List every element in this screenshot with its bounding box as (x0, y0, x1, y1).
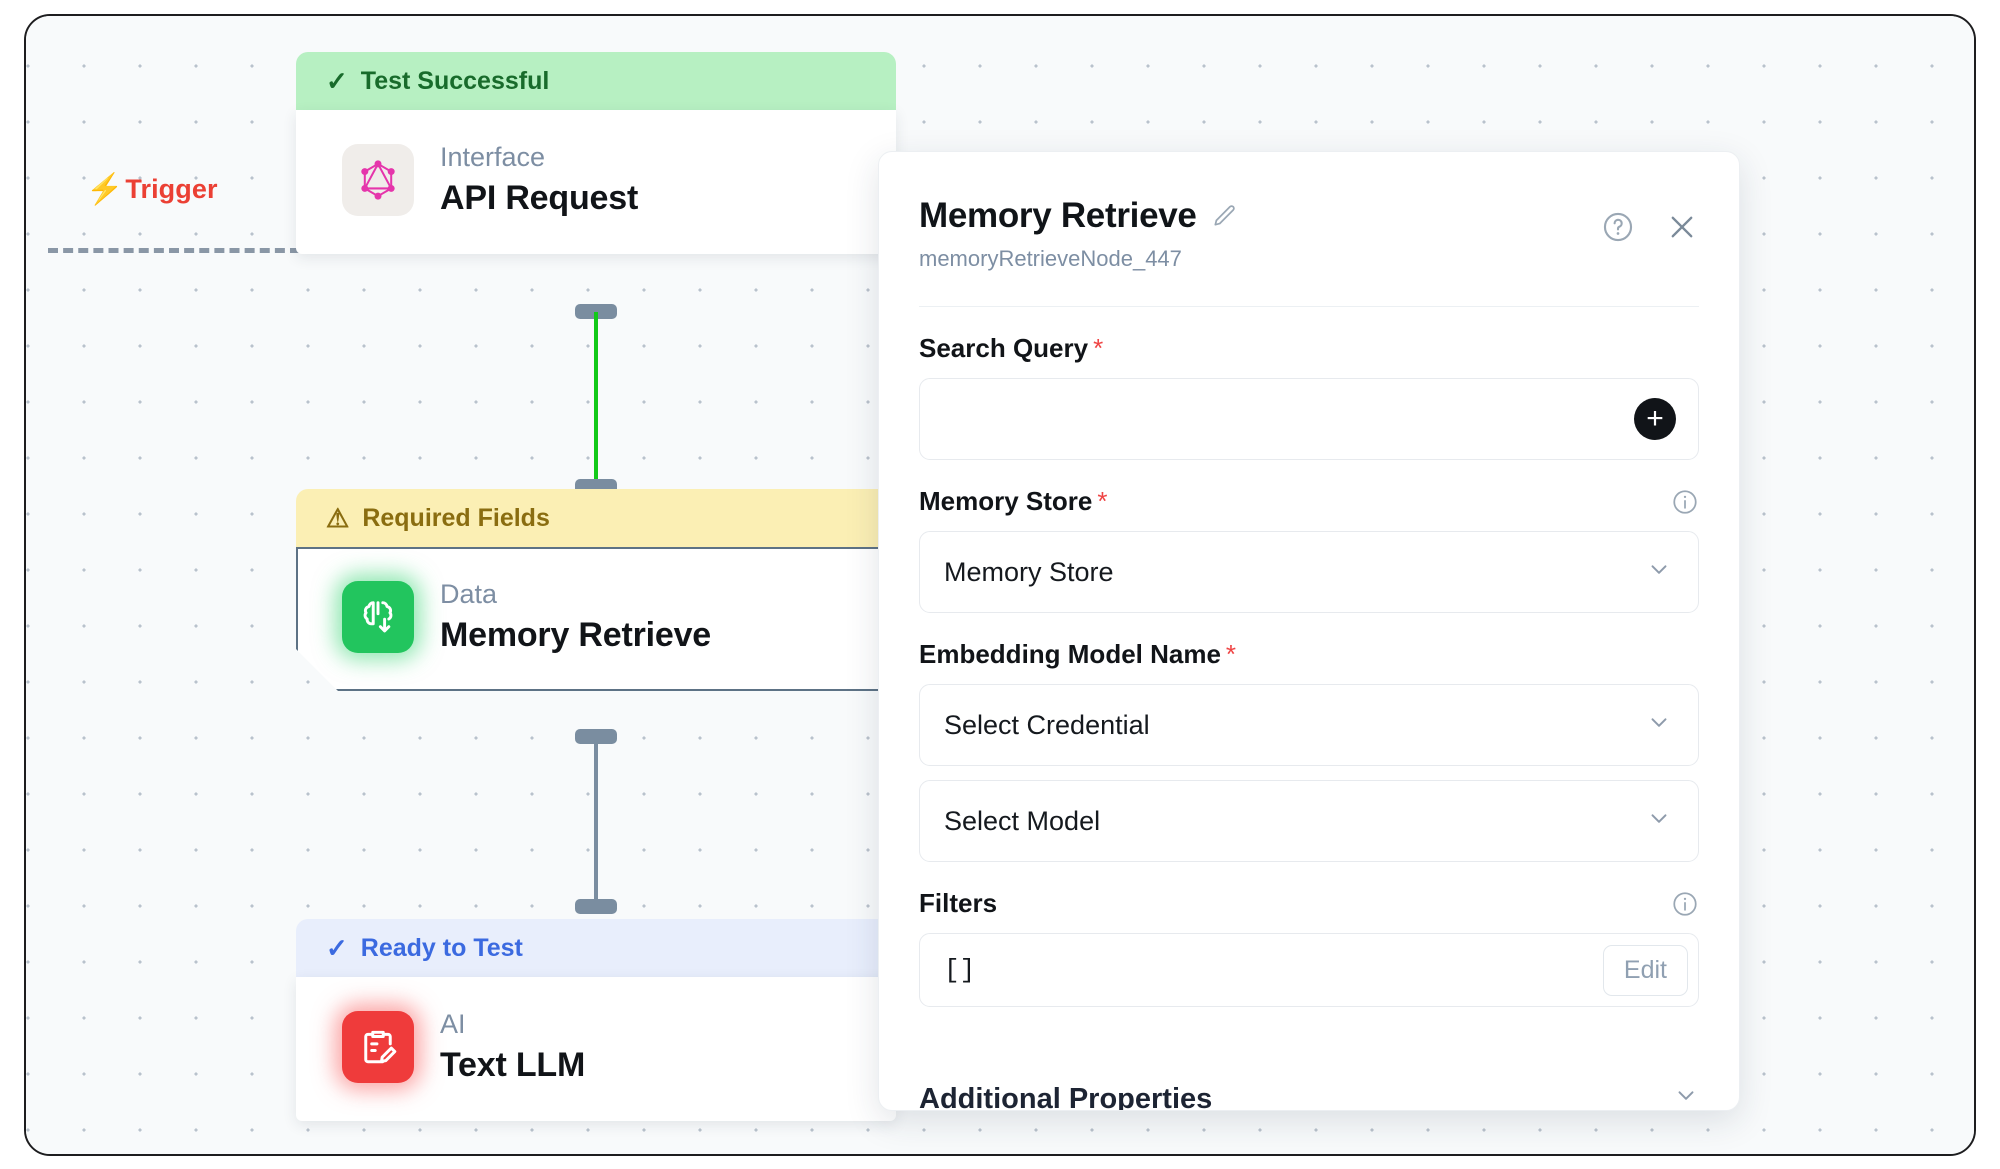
memory-store-value: Memory Store (944, 556, 1114, 587)
node-title-label: Memory Retrieve (440, 616, 712, 654)
edge-wire (594, 312, 598, 487)
node-kind-label: Interface (440, 142, 546, 172)
chevron-down-icon (1646, 805, 1672, 838)
field-label: Filters (919, 888, 998, 918)
edge-api-to-memory[interactable] (296, 304, 896, 494)
node-status-label: Ready to Test (360, 933, 523, 962)
node-kind-label: Data (440, 579, 498, 609)
filters-input[interactable]: [] Edit (919, 933, 1699, 1007)
panel-divider (919, 306, 1699, 307)
node-status-label: Test Successful (360, 66, 550, 95)
required-asterisk: * (1225, 639, 1237, 669)
edge-port-target[interactable] (575, 899, 617, 914)
help-circle-icon[interactable] (1601, 210, 1635, 244)
panel-header: Memory Retrieve memoryRetrieveNode_447 (919, 196, 1699, 272)
edge-port-source[interactable] (575, 304, 617, 319)
info-icon[interactable] (1671, 488, 1699, 516)
app-window: ⚡ Trigger ✓ Test Successful (24, 14, 1976, 1156)
node-properties-panel[interactable]: Memory Retrieve memoryRetrieveNode_447 (878, 151, 1740, 1111)
trigger-label: Trigger (125, 174, 218, 204)
clipboard-pencil-icon (342, 1011, 414, 1083)
workflow-canvas[interactable]: ⚡ Trigger ✓ Test Successful (26, 16, 1974, 1154)
field-search-query: Search Query* + (919, 333, 1699, 460)
field-label: Memory Store (919, 486, 1093, 516)
filters-value: [] (944, 955, 976, 985)
select-model-dropdown[interactable]: Select Model (919, 780, 1699, 862)
node-status-banner-success: ✓ Test Successful (296, 52, 896, 110)
edge-port-source[interactable] (575, 729, 617, 744)
brain-download-icon (342, 581, 414, 653)
additional-properties-section[interactable]: Additional Properties (919, 1082, 1699, 1111)
required-asterisk: * (1093, 333, 1104, 363)
field-label: Search Query (919, 333, 1089, 363)
filters-edit-button[interactable]: Edit (1602, 944, 1688, 996)
plus-icon[interactable]: + (1634, 398, 1676, 440)
node-kind-label: AI (440, 1009, 466, 1039)
node-status-label: Required Fields (362, 503, 550, 532)
info-icon[interactable] (1671, 890, 1699, 918)
field-embedding-model-name: Embedding Model Name* Select Credential … (919, 639, 1699, 862)
check-icon: ✓ (326, 932, 348, 963)
field-filters: Filters [] Edit (919, 888, 1699, 1007)
select-model-value: Select Model (944, 805, 1101, 836)
lightning-bolt-icon: ⚡ (86, 172, 124, 206)
node-card[interactable]: Interface API Request (296, 110, 896, 254)
node-text: AI Text LLM (440, 1009, 585, 1085)
search-query-input[interactable]: + (919, 378, 1699, 460)
edge-wire (594, 737, 598, 907)
graphql-icon (342, 144, 414, 216)
chevron-down-icon (1673, 1082, 1699, 1110)
panel-node-id: memoryRetrieveNode_447 (919, 246, 1182, 271)
check-icon: ✓ (326, 65, 348, 96)
warning-triangle-icon: ⚠ (326, 502, 350, 533)
select-credential-value: Select Credential (944, 709, 1150, 740)
node-card[interactable]: Data Memory Retrieve (296, 547, 896, 691)
select-credential-dropdown[interactable]: Select Credential (919, 684, 1699, 766)
node-status-banner-warning: ⚠ Required Fields (296, 489, 896, 547)
node-text-llm[interactable]: ✓ Ready to Test AI Text LLM (296, 919, 896, 1121)
field-label: Embedding Model Name (919, 639, 1221, 669)
memory-store-select[interactable]: Memory Store (919, 531, 1699, 613)
node-text: Data Memory Retrieve (440, 579, 711, 655)
node-title-label: Text LLM (440, 1046, 586, 1084)
node-card[interactable]: AI Text LLM (296, 977, 896, 1121)
field-memory-store: Memory Store* Memory Store (919, 486, 1699, 613)
chevron-down-icon (1646, 709, 1672, 742)
pencil-icon[interactable] (1211, 203, 1237, 229)
chevron-down-icon (1646, 556, 1672, 589)
node-api-request[interactable]: ✓ Test Successful (296, 52, 896, 254)
panel-title: Memory Retrieve (919, 196, 1197, 235)
node-status-banner-ready: ✓ Ready to Test (296, 919, 896, 977)
trigger-dashed-line (48, 248, 300, 253)
trigger-marker[interactable]: ⚡ Trigger (86, 174, 218, 205)
edge-memory-to-llm[interactable] (296, 729, 896, 919)
close-icon[interactable] (1665, 210, 1699, 244)
node-memory-retrieve[interactable]: ⚠ Required Fields Data Memory Retrieve (296, 489, 896, 691)
node-text: Interface API Request (440, 142, 638, 218)
additional-properties-label: Additional Properties (919, 1082, 1213, 1111)
node-title-label: API Request (440, 179, 639, 217)
required-asterisk: * (1097, 486, 1108, 516)
